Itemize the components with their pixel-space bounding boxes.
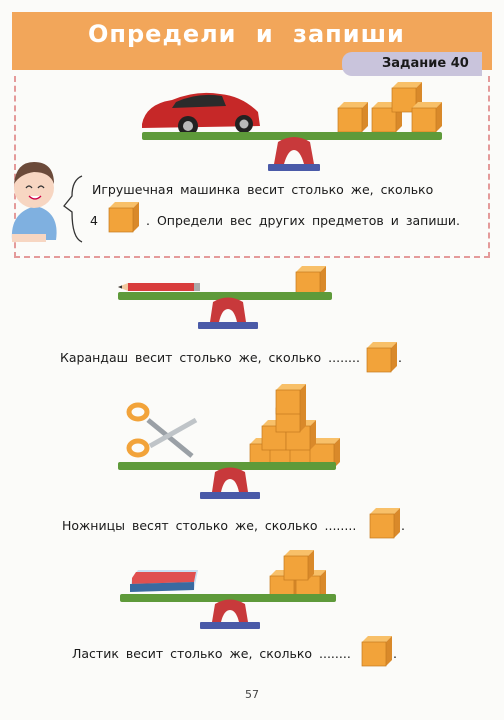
exercise-3-end: . [393, 646, 397, 661]
exercise-2-end: . [401, 518, 405, 533]
scale-beam [142, 132, 442, 140]
cube-icon [108, 201, 140, 233]
cube-icon [283, 549, 315, 581]
exercise-3-sentence: Ластик весит столько же, сколько .......… [72, 646, 351, 661]
scale-base [268, 164, 320, 171]
scale-scissors [118, 383, 341, 499]
cube-icon [275, 383, 307, 415]
cube-icon [366, 341, 398, 373]
scale-beam [118, 462, 336, 470]
exercise-2-sentence: Ножницы весят столько же, сколько ......… [62, 518, 356, 533]
boy-illustration [11, 162, 57, 242]
exercise-1-end: . [398, 350, 402, 365]
scale-stand [212, 599, 248, 622]
toy-car-icon [142, 92, 260, 136]
eraser-icon [130, 570, 198, 592]
intro-count: 4 [90, 213, 98, 228]
cube-icon [411, 101, 443, 133]
scale-stand [274, 137, 314, 164]
speech-brace [63, 175, 83, 243]
scale-stand [212, 467, 248, 492]
exercise-3-answer-blank[interactable]: ........ [319, 646, 351, 661]
task-badge [342, 52, 482, 76]
scale-car [142, 81, 443, 171]
intro-text-line1: Игрушечная машинка весит столько же, ско… [92, 182, 434, 197]
exercise-1-sentence: Карандаш весит столько же, сколько .....… [60, 350, 360, 365]
scissors-icon [126, 402, 198, 458]
scale-base [200, 622, 260, 629]
page-number: 57 [245, 688, 259, 701]
scale-beam [120, 594, 336, 602]
scale-pencil [118, 265, 332, 329]
scale-beam [118, 292, 332, 300]
exercise-1-answer-blank[interactable]: ........ [328, 350, 360, 365]
pencil-icon [118, 283, 200, 291]
cube-icon [295, 265, 327, 297]
exercise-1-text: Карандаш весит столько же, сколько [60, 350, 322, 365]
scale-eraser [120, 549, 336, 629]
intro-text-line2: . Определи вес других предметов и запиши… [146, 213, 461, 228]
scale-stand [210, 297, 246, 322]
cube-icon [361, 635, 393, 667]
scale-base [198, 322, 258, 329]
exercise-3-text: Ластик весит столько же, сколько [72, 646, 313, 661]
page-title: Определи и запиши [88, 20, 405, 48]
scale-base [200, 492, 260, 499]
exercise-2-text: Ножницы весят столько же, сколько [62, 518, 318, 533]
cube-icon [337, 101, 369, 133]
exercise-2-answer-blank[interactable]: ........ [324, 518, 357, 533]
intro-frame [14, 76, 490, 258]
cube-icon [369, 507, 401, 539]
task-label: Задание 40 [382, 56, 469, 71]
